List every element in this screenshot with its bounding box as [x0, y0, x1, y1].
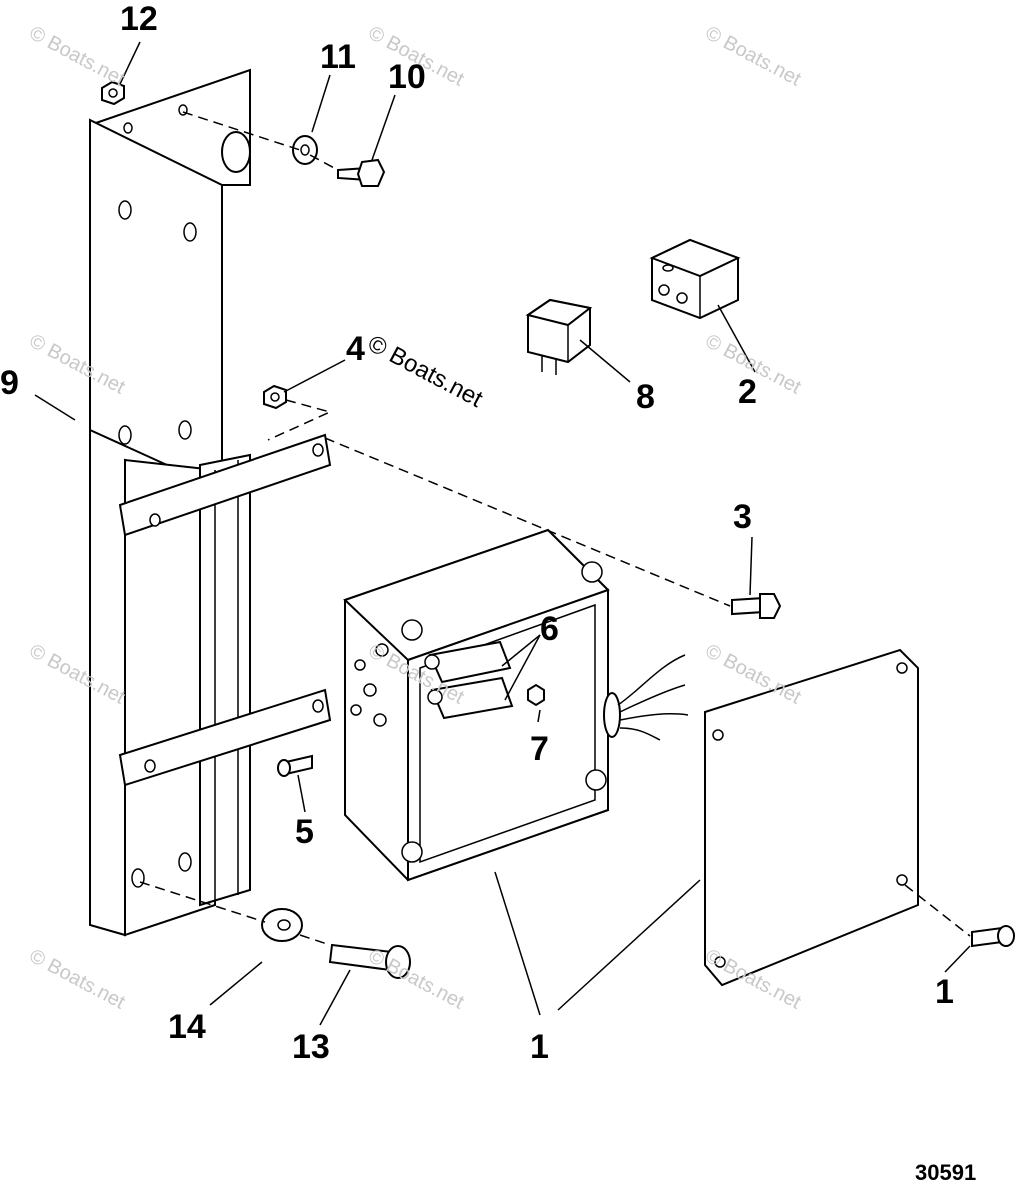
callout-4[interactable]: 4: [346, 330, 365, 368]
callout-5[interactable]: 5: [295, 813, 314, 851]
nut-part-7[interactable]: [527, 683, 545, 707]
callout-1[interactable]: 1: [935, 973, 954, 1011]
bolt-part-13[interactable]: [328, 943, 411, 979]
relay-part-8[interactable]: [525, 298, 593, 375]
control-box-part-1[interactable]: [343, 528, 689, 882]
callout-9[interactable]: 9: [0, 364, 19, 402]
nut-part-12[interactable]: [101, 80, 125, 106]
screw-part-1[interactable]: [971, 925, 1015, 948]
washer-part-14[interactable]: [261, 908, 303, 942]
callout-7[interactable]: 7: [530, 730, 549, 768]
callout-13[interactable]: 13: [292, 1028, 330, 1066]
cover-plate-part-1[interactable]: [704, 648, 919, 987]
leader-lines: [34, 41, 971, 1026]
washer-part-11[interactable]: [292, 135, 318, 165]
callout-12[interactable]: 12: [120, 0, 158, 38]
callout-14[interactable]: 14: [168, 1008, 206, 1046]
callout-1[interactable]: 1: [530, 1028, 549, 1066]
callout-10[interactable]: 10: [388, 58, 426, 96]
screw-part-10[interactable]: [337, 158, 386, 187]
callout-6[interactable]: 6: [540, 610, 559, 648]
callout-11[interactable]: 11: [320, 38, 356, 76]
screw-part-5[interactable]: [277, 754, 313, 777]
relay-part-2[interactable]: [649, 238, 741, 320]
callout-2[interactable]: 2: [738, 373, 757, 411]
callout-8[interactable]: 8: [636, 378, 655, 416]
circuit-breaker-part-6[interactable]: [424, 640, 514, 720]
figure-number: 30591: [915, 1160, 977, 1185]
callout-3[interactable]: 3: [733, 498, 752, 536]
nut-part-4[interactable]: [263, 384, 287, 410]
mounting-bracket-part-9[interactable]: [89, 68, 332, 937]
screw-part-3[interactable]: [731, 593, 782, 619]
assembly-lines: [139, 111, 971, 946]
